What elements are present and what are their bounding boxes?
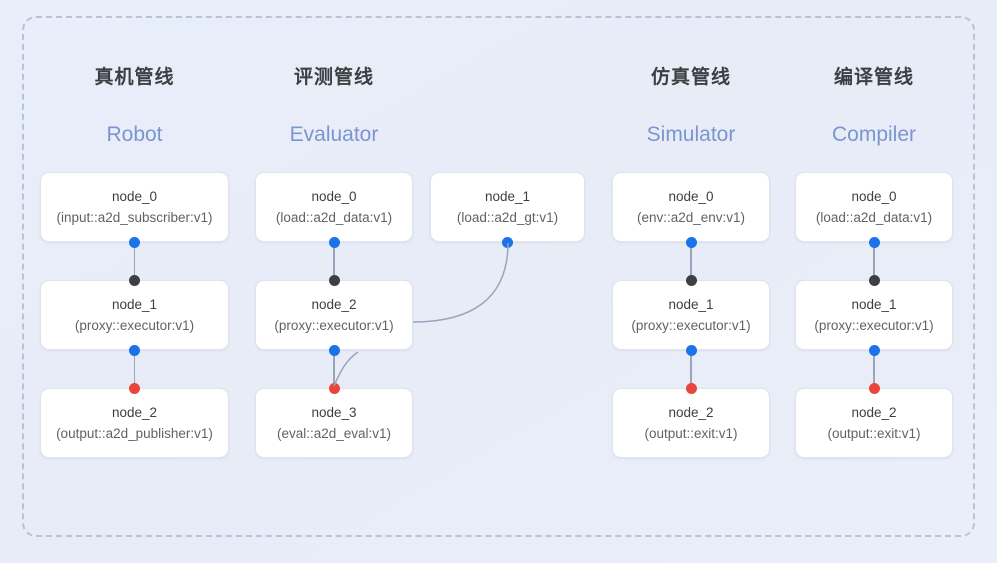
column-subtitle-simulator: Simulator [646, 123, 736, 146]
node-box-robot-0[interactable]: node_0(input::a2d_subscriber:v1) [40, 172, 229, 242]
node-name: node_1 [668, 297, 714, 312]
node-name: node_0 [851, 189, 897, 204]
input-port[interactable] [868, 274, 880, 286]
terminal-port[interactable] [129, 382, 140, 394]
node-box-robot-1[interactable]: node_1(proxy::executor:v1) [40, 280, 229, 350]
node-spec: (output::exit:v1) [827, 426, 921, 441]
node-name: node_0 [668, 189, 714, 204]
node-box-evaluator-0[interactable]: node_0(load::a2d_data:v1) [255, 172, 413, 242]
edge-segment [873, 242, 875, 280]
node-spec: (eval::a2d_eval:v1) [276, 426, 392, 441]
column-title-robot: 真机管线 [94, 67, 175, 88]
output-port[interactable] [328, 236, 340, 248]
edge-segment [133, 242, 136, 280]
node-box-evaluator-2[interactable]: node_3(eval::a2d_eval:v1) [255, 388, 413, 458]
input-port[interactable] [129, 274, 140, 286]
output-port[interactable] [502, 236, 513, 248]
terminal-port[interactable] [868, 382, 880, 394]
node-name: node_2 [851, 405, 897, 420]
node-spec: (load::a2d_data:v1) [275, 210, 393, 225]
edge-segment [690, 242, 692, 280]
node-name: node_2 [668, 405, 714, 420]
node-box-robot-2[interactable]: node_2(output::a2d_publisher:v1) [40, 388, 229, 458]
input-port[interactable] [685, 274, 697, 286]
node-box-evaluator-1[interactable]: node_2(proxy::executor:v1) [255, 280, 413, 350]
column-title-evaluator: 评测管线 [293, 67, 374, 88]
column-subtitle-evaluator: Evaluator [289, 123, 379, 146]
column-subtitle-robot: Robot [106, 123, 163, 146]
node-name: node_1 [111, 297, 158, 312]
column-title-simulator: 仿真管线 [650, 67, 731, 88]
node-spec: (load::a2d_gt:v1) [456, 210, 559, 225]
node-box-simulator-0[interactable]: node_0(env::a2d_env:v1) [612, 172, 770, 242]
output-port[interactable] [129, 236, 140, 248]
terminal-port[interactable] [685, 382, 697, 394]
node-box-compiler-0[interactable]: node_0(load::a2d_data:v1) [795, 172, 953, 242]
node-spec: (proxy::executor:v1) [274, 318, 394, 333]
node-spec: (env::a2d_env:v1) [636, 210, 746, 225]
edge-segment [133, 350, 136, 388]
node-name: node_1 [851, 297, 897, 312]
output-port[interactable] [685, 236, 697, 248]
node-name: node_2 [311, 297, 357, 312]
node-spec: (proxy::executor:v1) [74, 318, 195, 333]
node-spec: (input::a2d_subscriber:v1) [56, 210, 213, 225]
node-box-simulator-2[interactable]: node_2(output::exit:v1) [612, 388, 770, 458]
terminal-port[interactable] [328, 382, 340, 394]
node-box-compiler-2[interactable]: node_2(output::exit:v1) [795, 388, 953, 458]
output-port[interactable] [129, 344, 140, 356]
node-name: node_2 [111, 405, 158, 420]
node-name: node_0 [311, 189, 357, 204]
column-title-compiler: 编译管线 [833, 67, 914, 88]
edge-segment [873, 350, 875, 388]
diagram-frame [22, 16, 975, 537]
node-box-evaluator-side-0[interactable]: node_1(load::a2d_gt:v1) [430, 172, 585, 242]
node-name: node_3 [311, 405, 357, 420]
edge-segment [690, 350, 692, 388]
column-subtitle-compiler: Compiler [831, 123, 917, 146]
output-port[interactable] [328, 344, 340, 356]
node-box-compiler-1[interactable]: node_1(proxy::executor:v1) [795, 280, 953, 350]
node-spec: (proxy::executor:v1) [631, 318, 751, 333]
input-port[interactable] [328, 274, 340, 286]
node-spec: (output::exit:v1) [644, 426, 738, 441]
edge-segment [333, 242, 335, 280]
node-box-simulator-1[interactable]: node_1(proxy::executor:v1) [612, 280, 770, 350]
output-port[interactable] [685, 344, 697, 356]
node-name: node_1 [484, 189, 531, 204]
node-name: node_0 [111, 189, 158, 204]
output-port[interactable] [868, 344, 880, 356]
output-port[interactable] [868, 236, 880, 248]
node-spec: (proxy::executor:v1) [814, 318, 934, 333]
node-spec: (load::a2d_data:v1) [815, 210, 933, 225]
node-spec: (output::a2d_publisher:v1) [56, 426, 213, 441]
